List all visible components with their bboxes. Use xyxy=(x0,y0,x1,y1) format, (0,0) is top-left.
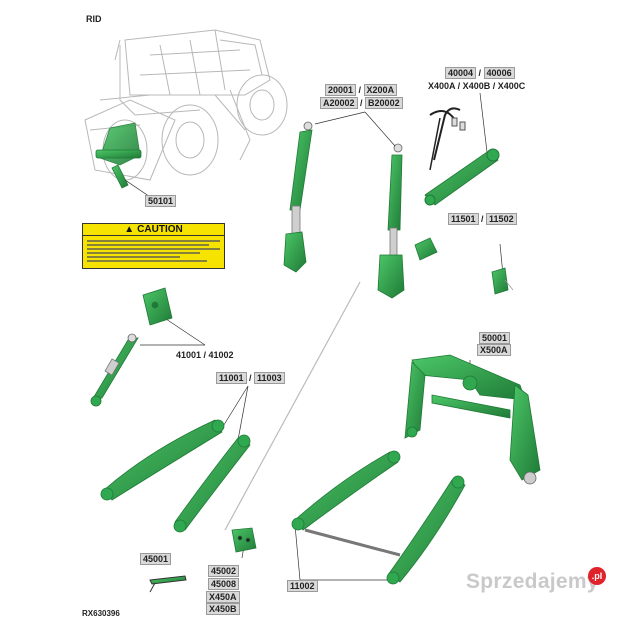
callout-box: 11003 xyxy=(254,372,285,384)
lower-link-right-1 xyxy=(291,450,401,531)
callout-box: X500A xyxy=(477,344,511,356)
view-label: RID xyxy=(86,14,102,24)
callout-top-link-a: 20001 / X200A xyxy=(325,84,398,96)
leader-lines xyxy=(124,92,504,581)
caution-heading: ▲CAUTION xyxy=(83,224,224,236)
callout-pins: 11501 / 11502 xyxy=(448,213,517,225)
caution-heading-text: CAUTION xyxy=(137,224,183,235)
drawing-id: RX630396 xyxy=(82,609,120,618)
pin-parts xyxy=(414,237,514,295)
lower-link-left-1 xyxy=(100,419,225,501)
thin-rod xyxy=(224,281,361,531)
callout-box: 40006 xyxy=(483,67,515,79)
callout-box: 45008 xyxy=(208,578,240,590)
callout-bracket-45001: 45001 xyxy=(140,553,172,565)
callout-box: X450B xyxy=(206,603,240,615)
callout-box: 50001 xyxy=(479,332,511,344)
callout-quick-hitch-b: X500A xyxy=(477,344,511,356)
small-bracket xyxy=(149,575,187,593)
cross-shaft xyxy=(304,528,401,557)
callout-box: 11501 xyxy=(448,213,479,225)
bracket-45002 xyxy=(231,527,257,553)
callout-box: 11002 xyxy=(287,580,318,592)
callout-box: X200A xyxy=(363,84,398,96)
callout-box: 45001 xyxy=(140,553,172,565)
callout-box: A20002 xyxy=(320,97,358,109)
quick-hitch-frame xyxy=(404,354,541,485)
callout-box: 20001 xyxy=(325,84,357,96)
warning-triangle-icon: ▲ xyxy=(124,224,135,235)
top-link-left xyxy=(283,121,313,273)
top-link-right xyxy=(377,143,405,299)
stabilizer xyxy=(90,287,173,407)
callout-bracket-x450b: X450B xyxy=(206,603,240,615)
callout-50101: 50101 xyxy=(145,195,177,207)
callout-hydraulic-b: X400A / X400B / X400C xyxy=(428,81,526,91)
callout-stabilizer: 41001 / 41002 xyxy=(176,350,234,360)
callout-hydraulic-a: 40004 / 40006 xyxy=(445,67,515,79)
callout-bracket-45008: 45008 xyxy=(208,578,240,590)
callout-box: 40004 xyxy=(445,67,477,79)
tractor-hitch-highlight xyxy=(95,122,142,189)
lower-link-right-2 xyxy=(386,475,466,585)
callout-bracket-45002: 45002 xyxy=(208,565,240,577)
hydraulic-cylinder xyxy=(424,107,500,206)
callout-lower-link-right: 11002 xyxy=(287,580,318,592)
watermark-badge: .pl xyxy=(588,567,606,585)
caution-label: ▲CAUTION xyxy=(82,223,225,269)
callout-box: 45002 xyxy=(208,565,240,577)
callout-box: 50101 xyxy=(145,195,177,207)
callout-box: B20002 xyxy=(365,97,403,109)
callout-box: 11001 xyxy=(216,372,247,384)
caution-body-lines xyxy=(83,236,224,266)
callout-lower-link-left: 11001 / 11003 xyxy=(216,372,285,384)
callout-top-link-b: A20002 / B20002 xyxy=(320,97,403,109)
watermark-text: Sprzedajemy xyxy=(466,570,599,593)
callout-quick-hitch-a: 50001 xyxy=(479,332,511,344)
callout-box: X450A xyxy=(206,591,240,603)
callout-bracket-x450a: X450A xyxy=(206,591,240,603)
callout-box: 11502 xyxy=(486,213,517,225)
lower-link-left-2 xyxy=(173,434,251,533)
